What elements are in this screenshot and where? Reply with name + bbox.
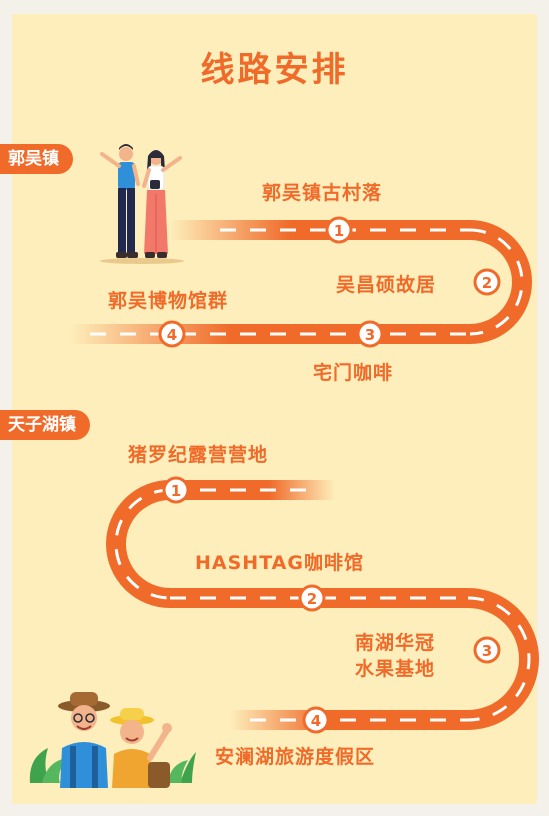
svg-text:2: 2 bbox=[482, 274, 492, 292]
stop-label-s1-3: 宅门咖啡 bbox=[313, 362, 394, 384]
stop-label-s2-4: 安澜湖旅游度假区 bbox=[215, 746, 376, 768]
background-card bbox=[12, 14, 537, 804]
svg-text:1: 1 bbox=[171, 482, 181, 500]
stop-badge-s1-4: 4 bbox=[158, 320, 186, 348]
svg-text:4: 4 bbox=[311, 712, 321, 730]
stop-label-s1-2: 吴昌硕故居 bbox=[336, 274, 437, 296]
stop-label-s2-3-line2: 水果基地 bbox=[355, 658, 436, 680]
svg-text:4: 4 bbox=[167, 326, 177, 344]
stop-label-s2-1: 猪罗纪露营营地 bbox=[128, 444, 269, 466]
town-tag-2: 天子湖镇 bbox=[0, 410, 90, 440]
page-title: 线路安排 bbox=[200, 50, 349, 90]
stop-badge-s2-4: 4 bbox=[302, 706, 330, 734]
road-dash bbox=[467, 596, 531, 722]
stop-badge-s1-3: 3 bbox=[356, 320, 384, 348]
hiking-couple-illustration bbox=[100, 144, 184, 264]
stop-badge-s2-1: 1 bbox=[162, 476, 190, 504]
svg-text:3: 3 bbox=[482, 642, 492, 660]
svg-text:2: 2 bbox=[307, 590, 317, 608]
stop-badge-s2-3: 3 bbox=[473, 636, 501, 664]
road-section-2 bbox=[106, 480, 539, 730]
road-curve bbox=[106, 480, 171, 608]
stop-label-s1-1: 郭吴镇古村落 bbox=[262, 182, 383, 204]
svg-text:3: 3 bbox=[365, 326, 375, 344]
road-curve bbox=[469, 220, 532, 344]
travelers-illustration bbox=[29, 692, 196, 788]
stop-label-s2-3-line1: 南湖华冠 bbox=[355, 632, 436, 654]
stop-label-s2-2: HASHTAG咖啡馆 bbox=[195, 552, 364, 574]
stop-badge-s2-2: 2 bbox=[298, 584, 326, 612]
road-top-segment bbox=[170, 480, 335, 500]
town-tag-1: 郭吴镇 bbox=[0, 144, 73, 174]
svg-text:1: 1 bbox=[334, 222, 344, 240]
stop-label-s1-4: 郭吴博物馆群 bbox=[108, 290, 229, 312]
stop-label-s2-3: 南湖华冠 水果基地 bbox=[355, 630, 435, 682]
stop-badge-s1-1: 1 bbox=[325, 216, 353, 244]
stop-badge-s1-2: 2 bbox=[473, 268, 501, 296]
